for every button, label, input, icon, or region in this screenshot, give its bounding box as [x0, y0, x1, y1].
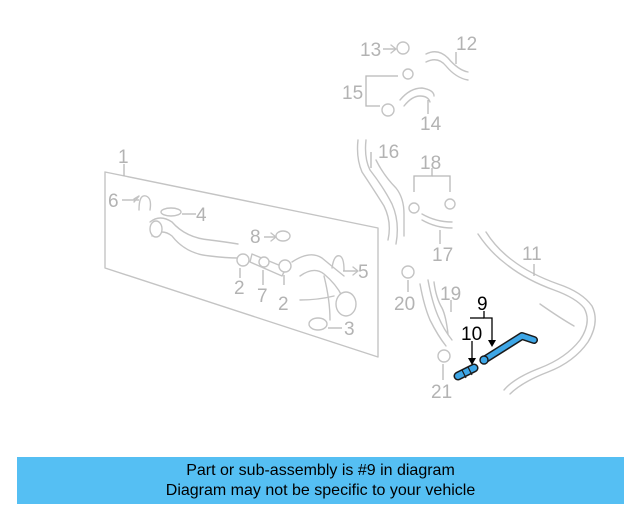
lower-hose	[291, 254, 357, 321]
part-11-pipe	[477, 231, 596, 395]
callout-3: 3	[344, 319, 355, 340]
callout-9[interactable]: 9	[477, 294, 488, 315]
callout-11: 11	[522, 244, 542, 265]
banner-line-1: Part or sub-assembly is #9 in diagram	[186, 462, 455, 479]
part-10-connector-highlighted[interactable]	[453, 363, 479, 381]
callout-10[interactable]: 10	[461, 324, 482, 345]
part-3-oring	[308, 317, 342, 331]
callout-13: 13	[360, 40, 381, 61]
leader-10	[468, 341, 476, 365]
part-2-clamp-left	[236, 253, 250, 278]
part-12-hose	[425, 51, 469, 81]
part-4-clip	[160, 207, 196, 217]
callout-21: 21	[431, 382, 452, 403]
callout-19: 19	[440, 284, 461, 305]
part-14-hose	[399, 87, 435, 114]
callout-7: 7	[257, 286, 268, 307]
part-17-hose	[421, 213, 453, 244]
part-9-hose-highlighted[interactable]	[479, 332, 538, 365]
part-5-hose	[331, 255, 359, 276]
part-8-cap	[264, 230, 291, 242]
callout-20: 20	[394, 294, 415, 315]
leader-9	[470, 311, 496, 347]
callout-18: 18	[420, 153, 441, 174]
callout-16: 16	[378, 142, 399, 163]
callout-15: 15	[342, 83, 363, 104]
banner-line-2: Diagram may not be specific to your vehi…	[165, 482, 476, 499]
callout-12: 12	[456, 34, 477, 55]
callout-1: 1	[118, 147, 129, 168]
part-19-pipe	[419, 279, 453, 347]
callout-5: 5	[358, 262, 369, 283]
callout-8: 8	[250, 227, 261, 248]
part-2-clamp-right	[278, 259, 292, 285]
callout-4: 4	[196, 205, 207, 226]
part-21-clip	[437, 349, 451, 380]
upper-radiator-hose	[149, 217, 239, 259]
callout-6: 6	[108, 191, 119, 212]
callout-17: 17	[432, 245, 453, 266]
parts-diagram: 1 6 4 8 2 7 2 5 3 13 12 15 14 16 18 17 1…	[104, 34, 596, 403]
part-6-hose	[122, 195, 152, 211]
callout-2-right: 2	[278, 294, 289, 315]
part-15-bracket	[365, 68, 414, 117]
assembly-1-box	[104, 164, 379, 358]
callout-14: 14	[420, 114, 442, 135]
part-20-clip	[401, 265, 415, 292]
part-7-connector	[249, 253, 287, 285]
part-16-pipe	[356, 139, 405, 245]
part-18-bracket	[408, 168, 456, 214]
callout-2-left: 2	[234, 278, 245, 299]
info-banner: Part or sub-assembly is #9 in diagram Di…	[17, 457, 624, 504]
part-13-clip	[383, 41, 410, 55]
